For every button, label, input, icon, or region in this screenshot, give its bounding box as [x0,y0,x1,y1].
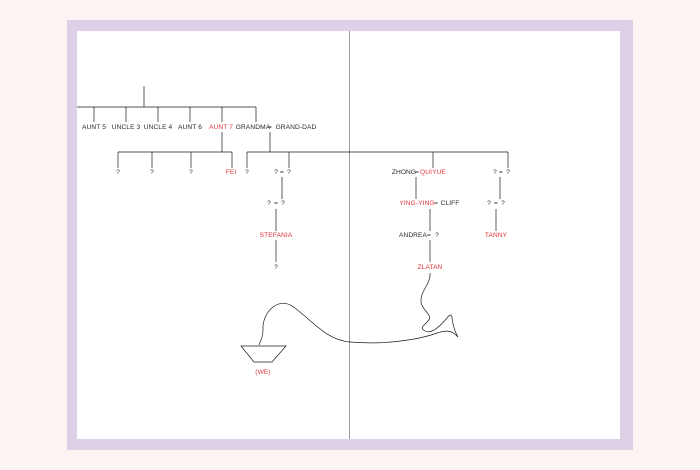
person-aunt-7: AUNT 7 [209,124,233,131]
marriage-symbol: = [415,169,419,176]
person-uncle-3: UNCLE 3 [111,124,141,131]
person-unknown: ? [435,232,439,239]
marriage-symbol: = [499,169,503,176]
person-unknown: ? [493,169,497,176]
person-grand-dad: GRAND-DAD [275,124,317,131]
person-zhong: ZHONG [391,169,417,176]
person-stefania: STEFANIA [259,232,293,239]
person-unknown: ? [274,264,278,271]
person-zlatan: ZLATAN [417,264,443,271]
person-unknown: ? [274,169,278,176]
person-uncle-4: UNCLE 4 [143,124,173,131]
marriage-symbol: = [434,200,438,207]
person-unknown: ? [150,169,154,176]
person-we: (WE) [255,369,271,376]
notebook-spread [77,31,620,439]
person-tanny: TANNY [484,232,508,239]
person-andrea: ANDREA [398,232,428,239]
person-ying-ying: YING-YING [399,200,435,207]
person-unknown: ? [116,169,120,176]
marriage-symbol: = [280,169,284,176]
marriage-symbol: = [427,232,431,239]
person-unknown: ? [267,200,271,207]
person-grandma: GRANDMA [235,124,271,131]
person-unknown: ? [189,169,193,176]
person-aunt-6: AUNT 6 [178,124,202,131]
person-unknown: ? [281,200,285,207]
person-aunt-5: AUNT 5 [82,124,106,131]
person-quiyue: QUIYUE [420,169,446,176]
person-unknown: ? [506,169,510,176]
person-unknown: ? [487,200,491,207]
person-cliff: CLIFF [440,200,460,207]
person-unknown: ? [287,169,291,176]
marriage-symbol: = [494,200,498,207]
page-spine [349,31,350,439]
marriage-symbol: = [268,124,272,131]
marriage-symbol: = [274,200,278,207]
person-fei: FEI [225,169,237,176]
person-unknown: ? [501,200,505,207]
person-unknown: ? [245,169,249,176]
